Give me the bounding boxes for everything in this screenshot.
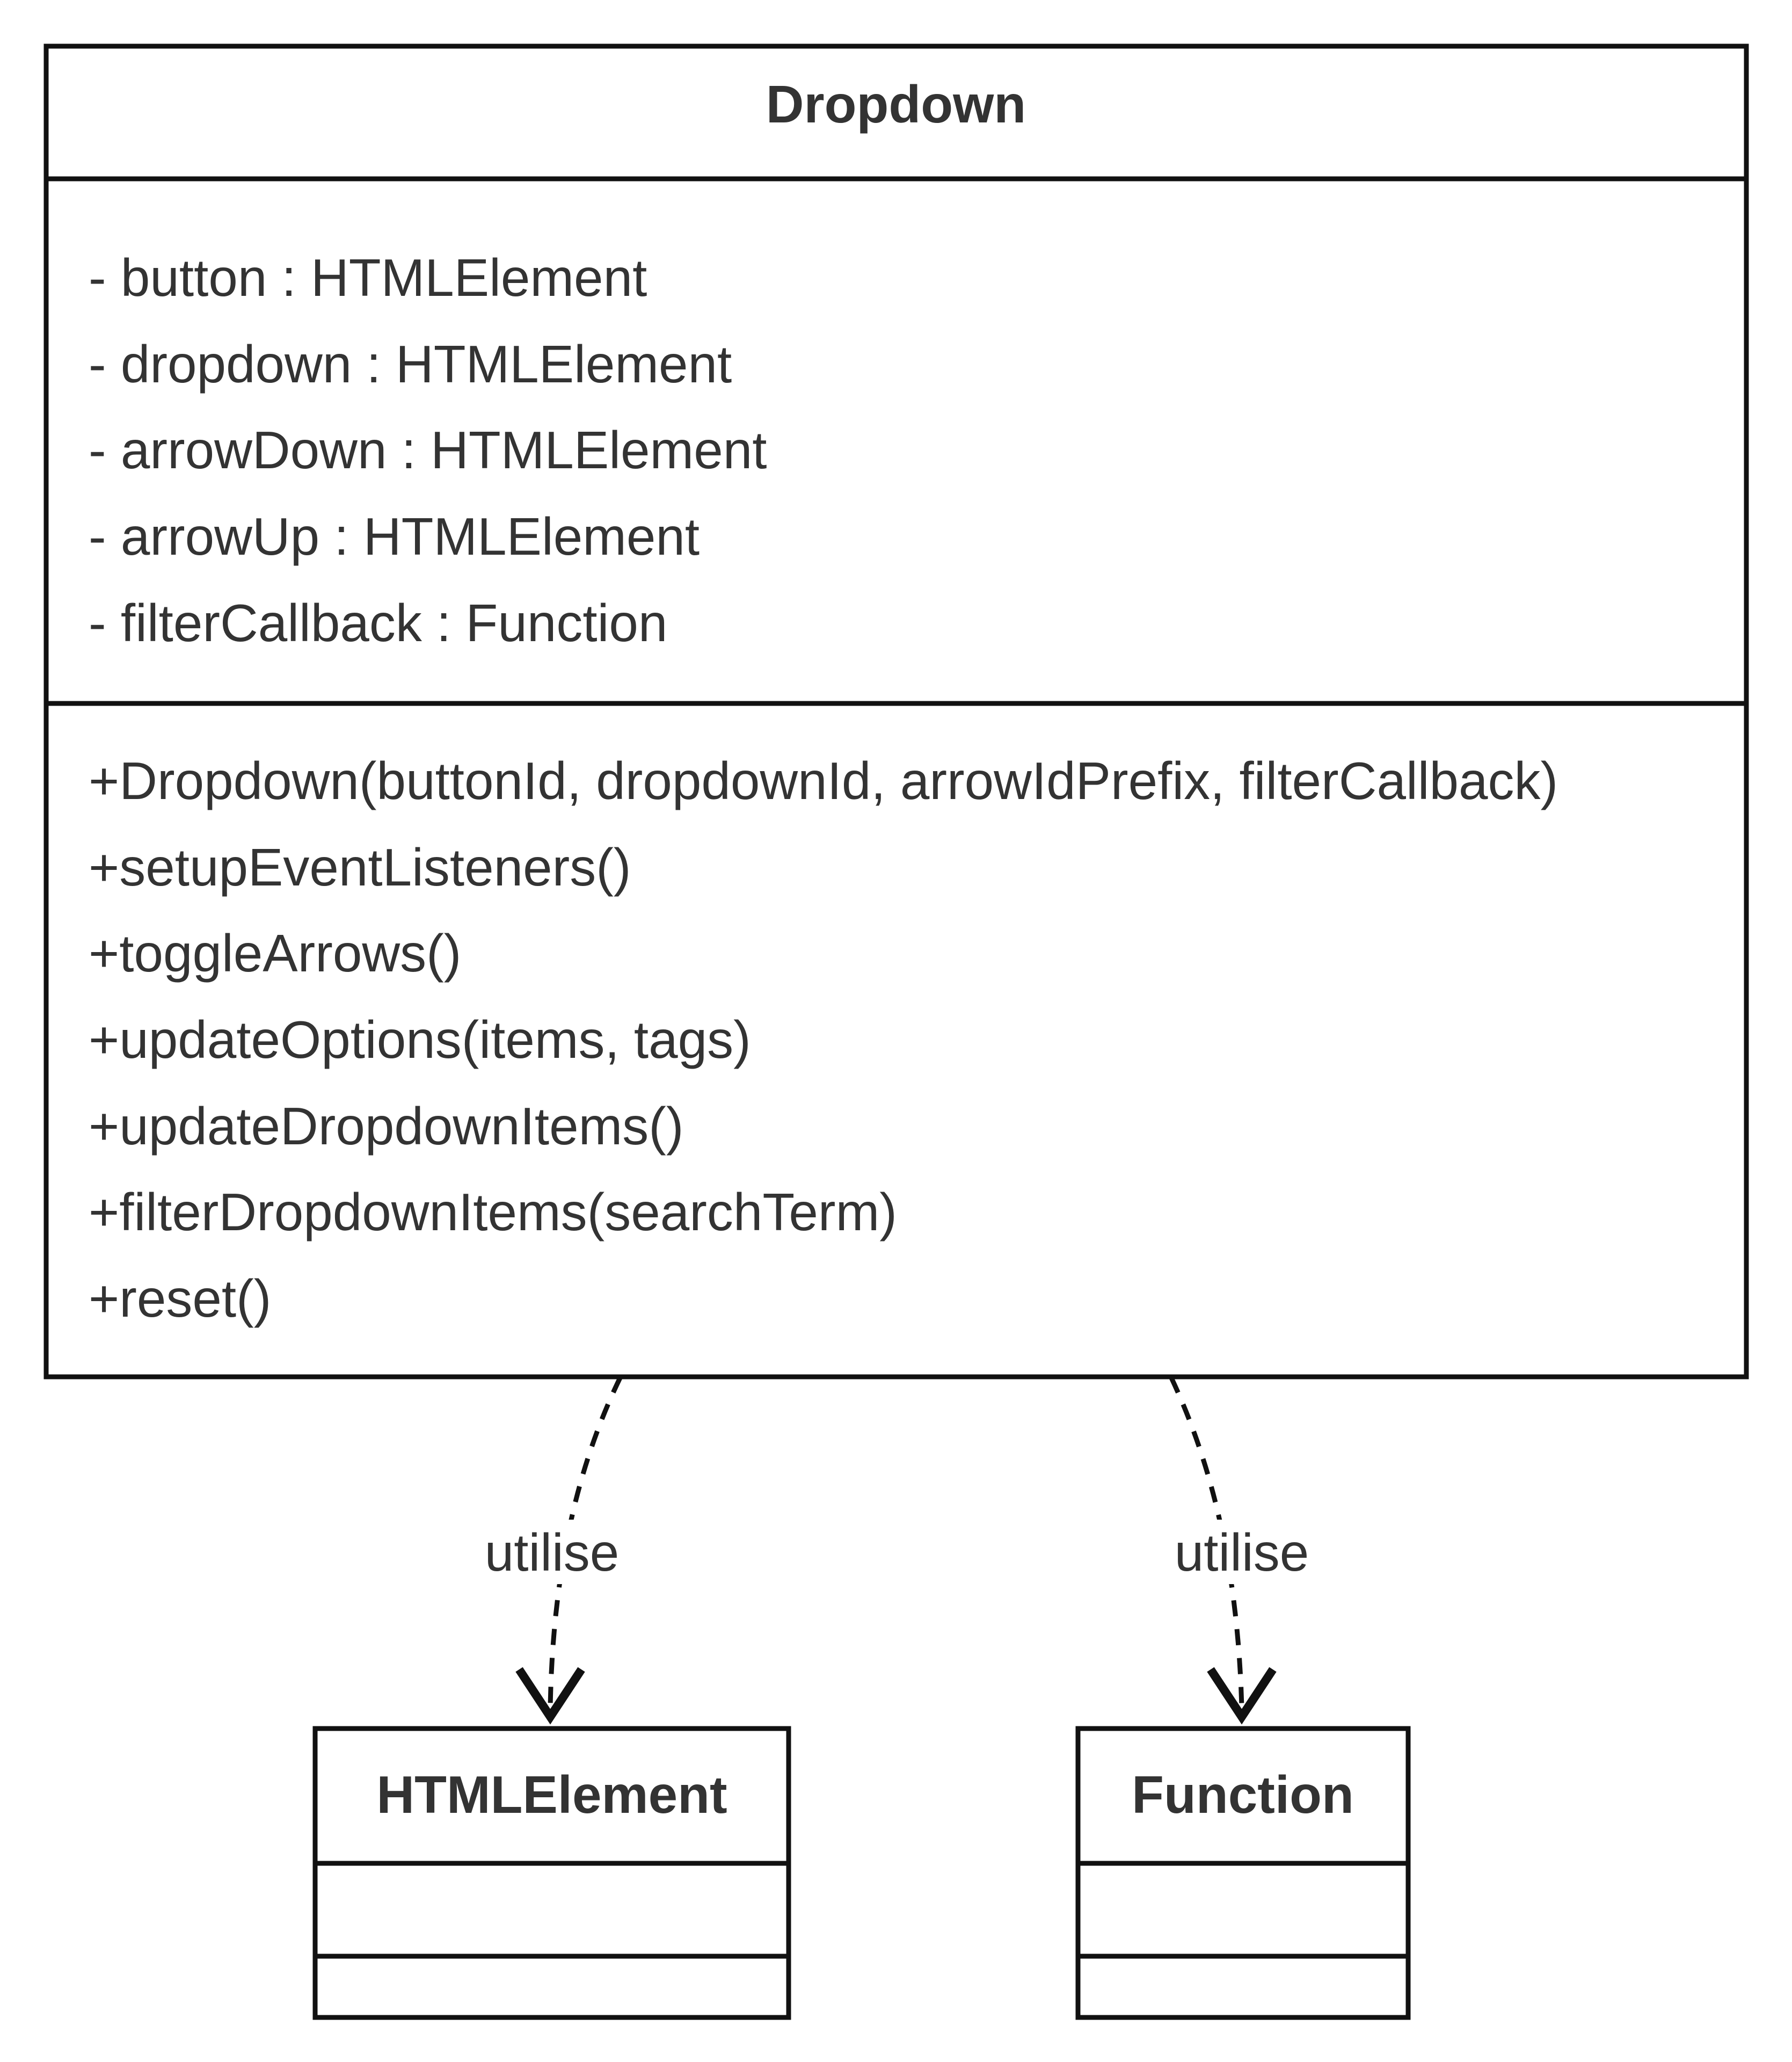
- method-setup-event-listeners: +setupEventListeners(): [89, 838, 631, 897]
- method-filter-dropdown-items: +filterDropdownItems(searchTerm): [89, 1182, 897, 1241]
- class-function[interactable]: Function: [1075, 1726, 1411, 2020]
- method-toggle-arrows: +toggleArrows(): [89, 924, 461, 983]
- class-html-element-name: HTMLElement: [376, 1765, 727, 1824]
- method-update-options: +updateOptions(items, tags): [89, 1010, 751, 1069]
- method-constructor: +Dropdown(buttonId, dropdownId, arrowIdP…: [89, 751, 1558, 810]
- method-update-dropdown-items: +updateDropdownItems(): [89, 1097, 684, 1156]
- class-function-frame: [1075, 1726, 1411, 2020]
- class-function-name: Function: [1132, 1765, 1354, 1824]
- class-dropdown[interactable]: Dropdown - button : HTMLElement - dropdo…: [43, 43, 1749, 1379]
- dependency-label-html-element: utilise: [485, 1523, 620, 1582]
- dependency-label-bg-html-element: [467, 1520, 639, 1584]
- class-html-element-frame: [312, 1726, 791, 2020]
- class-dropdown-name: Dropdown: [766, 75, 1026, 134]
- dependency-line-html-element: [548, 1377, 623, 1708]
- dependency-edge-function: utilise: [1157, 1377, 1329, 1725]
- attribute-dropdown: - dropdown : HTMLElement: [89, 335, 732, 394]
- method-reset: +reset(): [89, 1269, 271, 1328]
- attribute-arrow-up: - arrowUp : HTMLElement: [89, 507, 700, 566]
- dependency-label-bg-function: [1157, 1520, 1329, 1584]
- dependency-line-function: [1169, 1377, 1244, 1708]
- attribute-button: - button : HTMLElement: [89, 248, 647, 307]
- class-dropdown-frame: [43, 43, 1749, 1379]
- attribute-arrow-down: - arrowDown : HTMLElement: [89, 420, 767, 480]
- dependency-label-function: utilise: [1175, 1523, 1309, 1582]
- class-html-element[interactable]: HTMLElement: [312, 1726, 791, 2020]
- dependency-arrowhead-function: [1207, 1667, 1277, 1725]
- dependency-edge-html-element: utilise: [467, 1377, 639, 1725]
- attribute-filter-callback: - filterCallback : Function: [89, 593, 667, 652]
- dependency-arrowhead-html-element: [515, 1667, 585, 1725]
